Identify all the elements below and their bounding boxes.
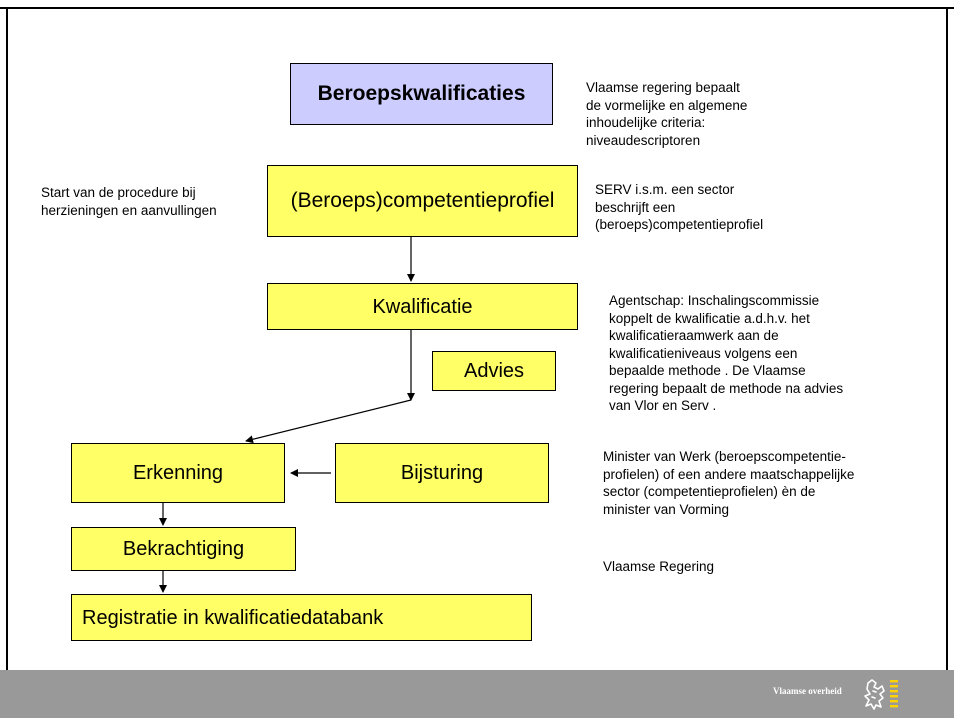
note-vlaamse-regering-criteria: Vlaamse regering bepaalt de vormelijke e…	[586, 80, 748, 148]
frame-right-border	[946, 7, 948, 670]
note-vlaamse-regering: Vlaamse Regering	[603, 559, 715, 574]
frame-left-border	[6, 7, 8, 670]
footer-brand-text: Vlaamse overheid	[773, 686, 842, 696]
footer-bar	[0, 670, 954, 718]
box-bijsturing: Bijsturing	[335, 443, 549, 503]
flemish-lion-icon	[864, 679, 898, 710]
box-erkenning: Erkenning	[71, 443, 285, 503]
arrow-to-erkenning	[245, 399, 412, 444]
note-start-procedure: Start van de procedure bij herzieningen …	[41, 185, 217, 218]
box-bekrachtiging: Bekrachtiging	[71, 527, 296, 571]
frame-top-border	[0, 7, 954, 9]
box-advies: Advies	[432, 351, 556, 391]
box-competentieprofiel: (Beroeps)competentieprofiel	[267, 165, 578, 237]
box-kwalificatie: Kwalificatie	[267, 283, 578, 330]
note-serv: SERV i.s.m. een sector beschrijft een (b…	[595, 182, 764, 232]
box-beroepskwalificaties: Beroepskwalificaties	[290, 63, 553, 125]
note-agentschap: Agentschap: Inschalingscommissie koppelt…	[609, 293, 844, 413]
box-registratie: Registratie in kwalificatiedatabank	[71, 594, 532, 641]
note-minister-werk: Minister van Werk (beroepscompetentie- p…	[603, 449, 855, 517]
